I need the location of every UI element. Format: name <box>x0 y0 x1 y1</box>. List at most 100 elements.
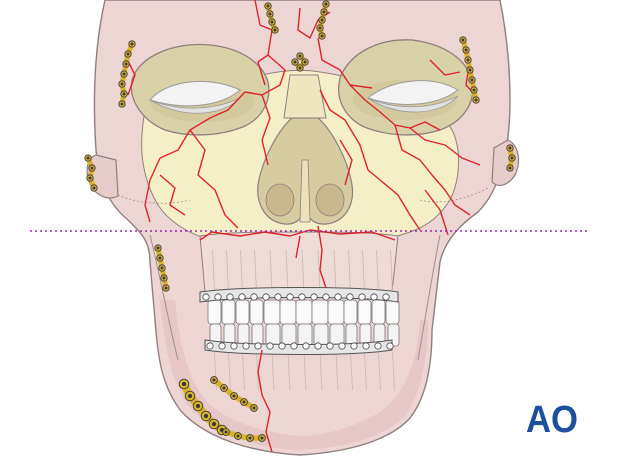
lower-tooth-root <box>392 351 395 391</box>
upper-tooth <box>371 299 386 325</box>
screw-head <box>160 266 164 270</box>
dotted-contour-right <box>419 187 489 203</box>
wire-loop <box>242 342 250 350</box>
upper-tooth-root <box>226 249 229 293</box>
wire-loop <box>370 293 378 301</box>
screw-head <box>320 34 324 38</box>
upper-tooth-root <box>376 249 379 293</box>
wire-loop <box>218 342 226 350</box>
screw-head <box>86 156 90 160</box>
upper-tooth <box>249 299 264 325</box>
screw-head <box>222 386 226 390</box>
screw-head <box>122 92 126 96</box>
upper-tooth-root <box>269 249 273 293</box>
wire-loop <box>262 293 270 301</box>
screw-head <box>464 48 468 52</box>
screw-head <box>164 286 168 290</box>
screw-head <box>466 58 470 62</box>
screw-head <box>156 246 160 250</box>
screw-head <box>242 400 246 404</box>
screw-head <box>158 256 162 260</box>
screw-head <box>322 10 326 14</box>
lower-teeth <box>209 323 400 347</box>
right-eye-globe <box>366 80 459 105</box>
wire-loop <box>226 293 234 301</box>
lower-tooth <box>265 323 281 347</box>
upper-tooth-root <box>285 249 289 293</box>
mandible-upper-plate <box>210 376 258 412</box>
tooth-roots <box>212 249 395 391</box>
lower-tooth-root <box>303 351 307 391</box>
wire-loop <box>362 342 370 350</box>
screw-head <box>318 26 322 30</box>
screw-head <box>510 156 514 160</box>
screw-head <box>266 4 270 8</box>
wire-loop <box>266 342 274 350</box>
mandible-lower-plate <box>178 378 228 436</box>
upper-tooth-root <box>254 249 257 293</box>
screw-head <box>461 38 465 42</box>
wire-loop <box>254 342 262 350</box>
screw-head <box>293 60 297 64</box>
upper-tooth-root <box>333 249 337 293</box>
upper-tooth <box>279 299 297 325</box>
upper-arch-bar <box>199 287 399 303</box>
lower-arch-bar <box>204 339 393 355</box>
nasal-septum <box>299 159 311 223</box>
frontal-plate-left <box>264 2 279 34</box>
plate-bar <box>223 429 265 441</box>
screw-head <box>120 102 124 106</box>
upper-tooth-root <box>240 249 243 293</box>
upper-teeth <box>207 299 400 325</box>
screw-head <box>224 430 228 434</box>
upper-tooth-root <box>390 249 393 293</box>
left-ramus-plate <box>154 244 170 292</box>
screw-head <box>88 176 92 180</box>
right-eye-lower <box>367 95 459 113</box>
screw-head <box>472 88 476 92</box>
screw-head <box>130 42 134 46</box>
screw-head <box>211 421 217 427</box>
upper-tooth-root <box>301 249 305 293</box>
screw-head <box>252 406 256 410</box>
upper-tooth-root <box>317 249 321 293</box>
wire-loop <box>350 342 358 350</box>
upper-tooth <box>295 299 313 325</box>
left-lateral-orbit-plate <box>118 40 136 108</box>
wire-loop <box>286 293 294 301</box>
upper-tooth <box>207 299 222 325</box>
screw-head <box>92 186 96 190</box>
lower-tooth-root <box>378 351 381 391</box>
screw-head <box>203 413 209 419</box>
right-zygomatic-arch <box>491 139 520 186</box>
ao-logo: AO <box>526 399 578 441</box>
right-zygoma-plate <box>506 144 516 172</box>
lower-tooth-root <box>364 351 367 391</box>
screw-head <box>298 66 302 70</box>
frontal-plate-right <box>316 0 330 40</box>
wire-loop <box>302 342 310 350</box>
screw-head <box>303 60 307 64</box>
upper-tooth <box>263 299 281 325</box>
wire-loop <box>326 342 334 350</box>
screw-head <box>273 28 277 32</box>
upper-tooth-root <box>212 249 215 293</box>
screw-head <box>298 54 302 58</box>
screw-head <box>324 2 328 6</box>
wire-loop <box>290 342 298 350</box>
wire-loop <box>334 293 342 301</box>
plate-bar <box>265 3 278 33</box>
screw-head <box>236 434 240 438</box>
left-eye-globe <box>149 80 241 107</box>
wire-loop <box>374 342 382 350</box>
lower-tooth-root <box>350 351 353 391</box>
screw-head <box>232 394 236 398</box>
screw-head <box>120 82 124 86</box>
lower-tooth-root <box>319 351 323 391</box>
wire-loop <box>214 293 222 301</box>
screw-head <box>122 72 126 76</box>
upper-tooth <box>385 299 400 325</box>
nasal-bones <box>283 74 327 119</box>
